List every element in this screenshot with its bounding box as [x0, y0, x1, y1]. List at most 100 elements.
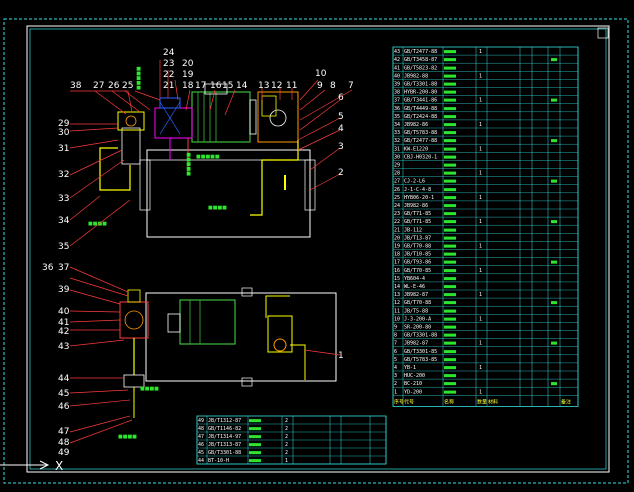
parts-row-remark: ■■	[551, 260, 557, 266]
parts-row-number: 8	[394, 333, 397, 339]
parts-row-number: 26	[394, 187, 400, 193]
plan-note: ■■■■	[118, 434, 137, 440]
parts-row-number: 25	[394, 195, 400, 201]
parts-row-number: 43	[394, 49, 400, 55]
parts-row-name: ■■■■	[444, 90, 456, 96]
parts-row-code: GB/T3301-88	[404, 82, 437, 88]
balloon-labels: 24 23 20 22 19 21 18 17 16 15 14 13 12 1…	[42, 48, 354, 458]
label-8: 8	[330, 81, 336, 91]
parts-row-name: ■■■■	[444, 146, 456, 152]
parts-row-name: ■■■■	[444, 73, 456, 79]
parts-row-number: 20	[394, 235, 400, 241]
parts-row-number: 24	[394, 203, 400, 209]
parts-row-code: GB/T70-85	[404, 268, 431, 274]
parts-row-code: HYBR-200-80	[404, 90, 437, 96]
parts-row-code: WL-E-46	[404, 284, 425, 290]
parts-row-name: ■■■■	[444, 195, 456, 201]
label-33: 33	[58, 194, 69, 204]
label-48: 48	[58, 438, 70, 448]
parts-row-qty: 1	[479, 341, 482, 347]
parts-row-code: GB/T5823-82	[404, 65, 437, 71]
parts-row-name: ■■■■	[444, 49, 456, 55]
lower-row-qty: 2	[285, 434, 288, 440]
label-26: 26	[108, 81, 120, 91]
parts-row-name: ■■■■	[444, 65, 456, 71]
parts-row-name: ■■■■	[444, 381, 456, 387]
label-20: 20	[182, 59, 194, 69]
parts-row-number: 29	[394, 163, 400, 169]
parts-header-cell: 序号	[394, 398, 404, 405]
parts-row-number: 34	[394, 122, 400, 128]
drain-note: ■■■■	[88, 221, 107, 227]
lower-row-qty: 2	[285, 426, 288, 432]
parts-header-cell: 代号	[404, 398, 414, 405]
label-1: 1	[338, 351, 344, 361]
parts-row-code: GB/T3458-87	[404, 57, 437, 63]
parts-row-code: GB/T3441-86	[404, 98, 437, 104]
label-22: 22	[163, 70, 174, 80]
lower-row-number: 47	[198, 434, 204, 440]
lower-row-number: 45	[198, 450, 204, 456]
parts-row-number: 39	[394, 82, 400, 88]
parts-row-code: J-1-C-4-8	[404, 187, 431, 193]
pipe-note-1: ■■■■■	[136, 66, 142, 90]
parts-row-number: 14	[394, 284, 400, 290]
parts-row-name: ■■■■	[444, 252, 456, 258]
lower-row-code: JB/T1314-97	[208, 434, 241, 440]
lower-row-qty: 2	[285, 450, 288, 456]
outer-frame	[3, 18, 629, 484]
lower-row-code: GB/T1146-82	[208, 426, 241, 432]
elevation-view: ■■■■ ■■■■■ ■■■■■ ■■■■■ ■■■■	[88, 66, 316, 238]
label-36: 36	[42, 263, 54, 273]
parts-row-number: 12	[394, 300, 400, 306]
label-41: 41	[58, 318, 69, 328]
parts-row-qty: 1	[479, 122, 482, 128]
lower-row-number: 44	[198, 458, 204, 464]
parts-row-number: 9	[394, 325, 397, 331]
parts-row-qty: 1	[479, 219, 482, 225]
label-37: 37	[58, 263, 69, 273]
parts-row-name: ■■■■	[444, 349, 456, 355]
parts-row-code: GB/T70-88	[404, 244, 431, 250]
parts-row-code: GB/T5783-85	[404, 357, 437, 363]
lower-row-name: ■■■■	[249, 458, 261, 464]
parts-row-number: 5	[394, 357, 397, 363]
parts-row-qty: 1	[479, 98, 482, 104]
tank-note: ■■■■	[208, 205, 227, 211]
label-4: 4	[338, 124, 344, 134]
parts-row-name: ■■■■	[444, 163, 456, 169]
label-5: 5	[338, 112, 344, 122]
parts-row-code: GB/T93-86	[404, 260, 431, 266]
parts-row-name: ■■■■	[444, 316, 456, 322]
lower-row-code: JB/T1312-87	[208, 418, 241, 424]
parts-row-code: GB/T3301-85	[404, 349, 437, 355]
lower-row-name: ■■■■	[249, 450, 261, 456]
parts-row-number: 33	[394, 130, 400, 136]
parts-row-name: ■■■■	[444, 122, 456, 128]
leader-lines-plan	[69, 266, 341, 444]
label-12: 12	[271, 81, 282, 91]
lower-row-number: 48	[198, 426, 204, 432]
inner-frame	[26, 25, 610, 473]
plan-tank	[145, 292, 337, 382]
parts-row-number: 3	[394, 373, 397, 379]
parts-row-code: JB/T5-88	[404, 308, 428, 314]
label-7: 7	[348, 81, 354, 91]
label-40: 40	[58, 307, 70, 317]
parts-row-name: ■■■■	[444, 357, 456, 363]
plan-view: ■■■■ ■■■■	[118, 287, 337, 440]
parts-row-name: ■■■■	[444, 268, 456, 274]
label-14: 14	[236, 81, 248, 91]
parts-row-number: 11	[394, 308, 400, 314]
parts-row-number: 41	[394, 65, 400, 71]
lower-row-code: JB/T1313-87	[208, 442, 241, 448]
parts-row-qty: 1	[479, 244, 482, 250]
parts-row-qty: 1	[479, 292, 482, 298]
parts-row-name: ■■■■	[444, 98, 456, 104]
parts-row-name: ■■■■	[444, 365, 456, 371]
parts-row-code: GB/T71-85	[404, 211, 431, 217]
lower-row-name: ■■■■	[249, 418, 261, 424]
label-3: 3	[338, 142, 344, 152]
